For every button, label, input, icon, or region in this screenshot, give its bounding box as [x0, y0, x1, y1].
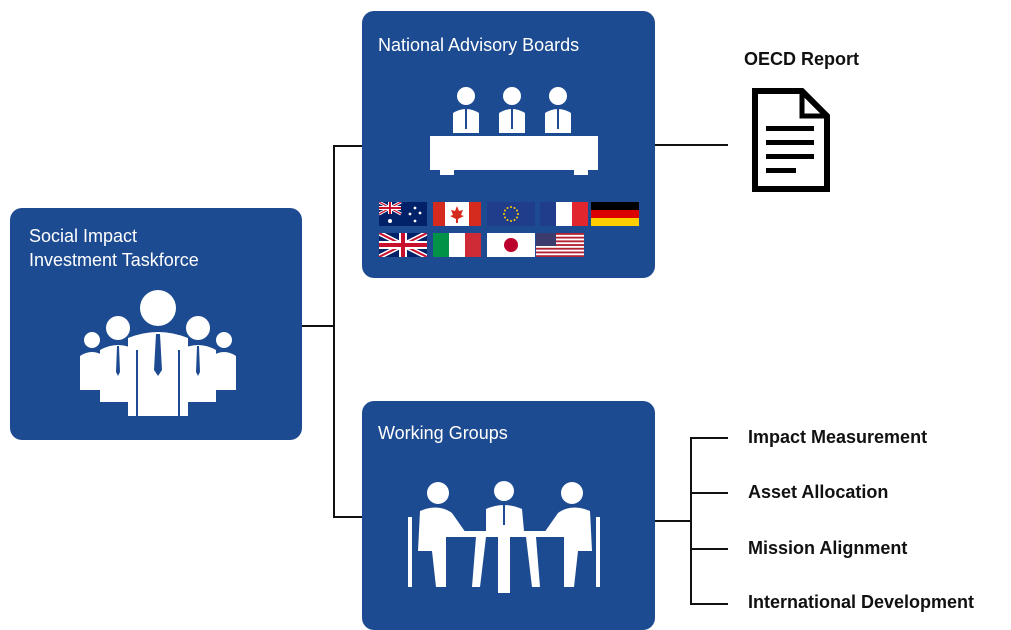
flag-japan: [487, 233, 535, 257]
document-icon: [752, 88, 830, 192]
connector-to-report: [655, 144, 728, 146]
taskforce-title-line2: Investment Taskforce: [29, 250, 199, 270]
working-groups-box: Working Groups: [362, 401, 655, 630]
flag-france: [540, 202, 588, 226]
flag-italy: [433, 233, 481, 257]
working-group-item: Asset Allocation: [748, 482, 889, 502]
connector-item-2: [690, 492, 728, 494]
working-group-item: Mission Alignment: [748, 538, 908, 558]
working-groups-title: Working Groups: [378, 423, 508, 443]
taskforce-box: Social Impact Investment Taskforce: [10, 208, 302, 440]
connector-item-3: [690, 548, 728, 550]
working-group-item: International Development: [748, 592, 975, 612]
connector-item-1: [690, 437, 728, 439]
flag-canada: [433, 202, 481, 226]
flag-eu: [487, 202, 535, 226]
taskforce-title-line1: Social Impact: [29, 226, 138, 246]
flag-uk: [379, 233, 427, 257]
connector-working-branch: [690, 437, 692, 603]
advisory-boards-box: National Advisory Boards: [362, 11, 655, 278]
working-group-item: Impact Measurement: [748, 427, 928, 447]
connector-to-advisory: [333, 145, 362, 147]
connector-working-out: [655, 520, 691, 522]
connector-taskforce-out: [302, 325, 334, 327]
connector-item-4: [690, 603, 728, 605]
flag-germany: [591, 202, 639, 226]
meeting-table-icon: [406, 481, 606, 593]
taskforce-title: Social Impact Investment Taskforce: [29, 224, 199, 272]
connector-to-working: [333, 516, 362, 518]
panel-of-three-people-icon: [430, 87, 598, 177]
group-of-people-icon: [78, 290, 238, 416]
flag-usa: [536, 233, 584, 257]
connector-vertical-trunk: [333, 145, 335, 517]
flag-australia: [379, 202, 427, 226]
advisory-boards-title: National Advisory Boards: [378, 35, 580, 55]
report-label: OECD Report: [744, 49, 860, 69]
